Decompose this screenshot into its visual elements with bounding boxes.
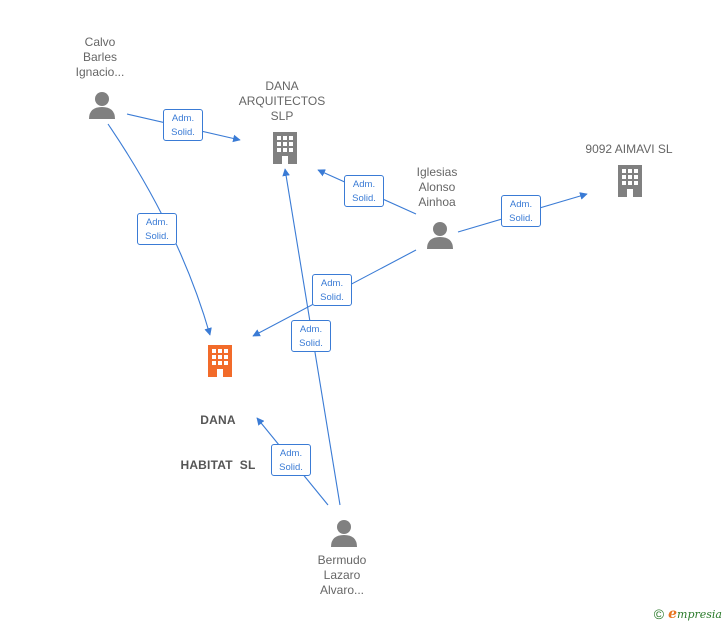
edge-label-line: Adm. <box>145 217 169 228</box>
node-label-aimavi[interactable]: 9092 AIMAVI SL <box>575 142 683 157</box>
label-line: ARQUITECTOS <box>238 94 326 108</box>
label-line: Calvo <box>84 35 116 49</box>
edge-label-line: Adm. <box>299 324 323 335</box>
label-line: Ignacio... <box>75 65 125 79</box>
label-line: Ainhoa <box>418 195 456 209</box>
label-line: Bermudo <box>317 553 367 567</box>
edge-label-line: Solid. <box>171 127 195 138</box>
building-icon[interactable] <box>615 163 645 197</box>
edge-label-calvo-dana-arquitectos[interactable]: Adm. Solid. <box>163 109 203 141</box>
node-label-bermudo[interactable]: Bermudo Lazaro Alvaro... <box>302 553 382 598</box>
person-icon[interactable] <box>88 90 116 120</box>
building-icon[interactable] <box>205 343 235 377</box>
edge-label-line: Adm. <box>509 199 533 210</box>
node-label-dana-habitat[interactable]: DANA HABITAT SL <box>168 383 268 488</box>
label-line: Alonso <box>418 180 456 194</box>
copyright-watermark: © empresia <box>654 606 722 622</box>
edge-label-line: Solid. <box>299 338 323 349</box>
label-line: SLP <box>270 109 294 123</box>
edge-label-line: Adm. <box>171 113 195 124</box>
edge-label-iglesias-aimavi[interactable]: Adm. Solid. <box>501 195 541 227</box>
edge-label-iglesias-dana-arquitectos[interactable]: Adm. Solid. <box>344 175 384 207</box>
edge-label-line: Solid. <box>352 193 376 204</box>
copyright-icon: © <box>653 606 665 622</box>
edge-label-line: Adm. <box>320 278 344 289</box>
building-icon[interactable] <box>270 130 300 164</box>
label-line: Alvaro... <box>319 583 364 597</box>
edge-label-line: Solid. <box>320 292 344 303</box>
edge-label-line: Solid. <box>145 231 169 242</box>
edge-label-line: Adm. <box>352 179 376 190</box>
edge-label-iglesias-dana-habitat[interactable]: Adm. Solid. <box>312 274 352 306</box>
person-icon[interactable] <box>426 220 454 250</box>
brand-initial: e <box>668 606 678 622</box>
node-label-iglesias[interactable]: Iglesias Alonso Ainhoa <box>397 165 477 210</box>
label-line: Iglesias <box>416 165 458 179</box>
edge-label-line: Adm. <box>279 448 303 459</box>
edge-label-bermudo-dana-arquitectos[interactable]: Adm. Solid. <box>291 320 331 352</box>
edge-label-bermudo-dana-habitat[interactable]: Adm. Solid. <box>271 444 311 476</box>
node-label-calvo[interactable]: Calvo Barles Ignacio... <box>60 35 140 80</box>
person-icon[interactable] <box>330 518 358 548</box>
brand-rest: mpresia <box>677 608 722 621</box>
label-line: DANA <box>200 413 236 427</box>
edge-label-line: Solid. <box>509 213 533 224</box>
label-line: DANA <box>265 79 299 93</box>
label-line: HABITAT SL <box>180 458 256 472</box>
node-label-dana-arquitectos[interactable]: DANA ARQUITECTOS SLP <box>232 79 332 124</box>
edge-label-line: Solid. <box>279 462 303 473</box>
label-line: 9092 AIMAVI SL <box>585 142 673 156</box>
edge-label-calvo-dana-habitat[interactable]: Adm. Solid. <box>137 213 177 245</box>
brand-logo: empresia <box>668 606 722 622</box>
label-line: Barles <box>82 50 117 64</box>
label-line: Lazaro <box>323 568 361 582</box>
